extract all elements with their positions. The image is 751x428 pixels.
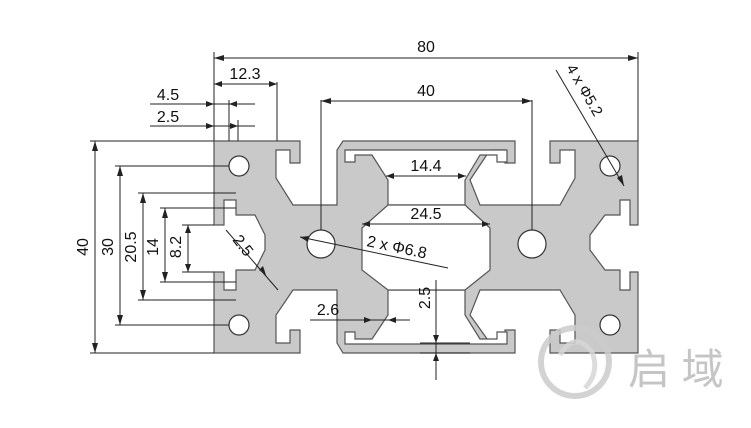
aluminum-profile [213, 140, 639, 354]
center-hole-right [517, 229, 547, 259]
label-height-20-5: 20.5 [123, 231, 140, 262]
watermark: 启 域 [538, 325, 724, 399]
corner-hole-top-left [228, 155, 250, 177]
label-2-6: 2.6 [317, 302, 339, 319]
label-12-3: 12.3 [229, 66, 260, 83]
dim-line-web-2-5 [225, 229, 279, 291]
watermark-logo-icon [538, 325, 612, 399]
label-14-4: 14.4 [410, 158, 441, 175]
label-corner-holes: 4 x Φ5.2 [563, 62, 606, 120]
center-hole-left [306, 229, 336, 259]
leader-corner-holes [555, 69, 625, 187]
middle-cavity [361, 204, 491, 291]
label-height-14: 14 [145, 238, 162, 256]
label-4-5: 4.5 [157, 87, 179, 104]
label-web-2-5: 2.5 [229, 232, 256, 260]
label-height-8-2: 8.2 [168, 236, 185, 258]
label-80: 80 [417, 39, 435, 56]
corner-hole-top-right [599, 155, 621, 177]
label-2-5-top: 2.5 [157, 109, 179, 126]
label-wall-2-5: 2.5 [417, 287, 434, 309]
label-height-40: 40 [75, 238, 92, 256]
corner-hole-bottom-left [228, 314, 250, 336]
label-24-5: 24.5 [410, 206, 441, 223]
label-40-spacing: 40 [417, 83, 435, 100]
holes [228, 155, 621, 336]
dimension-lines [90, 52, 639, 380]
watermark-brand-text: 启 域 [628, 346, 724, 393]
corner-hole-bottom-right [599, 314, 621, 336]
label-height-30: 30 [100, 238, 117, 256]
leader-center-holes [299, 236, 449, 269]
